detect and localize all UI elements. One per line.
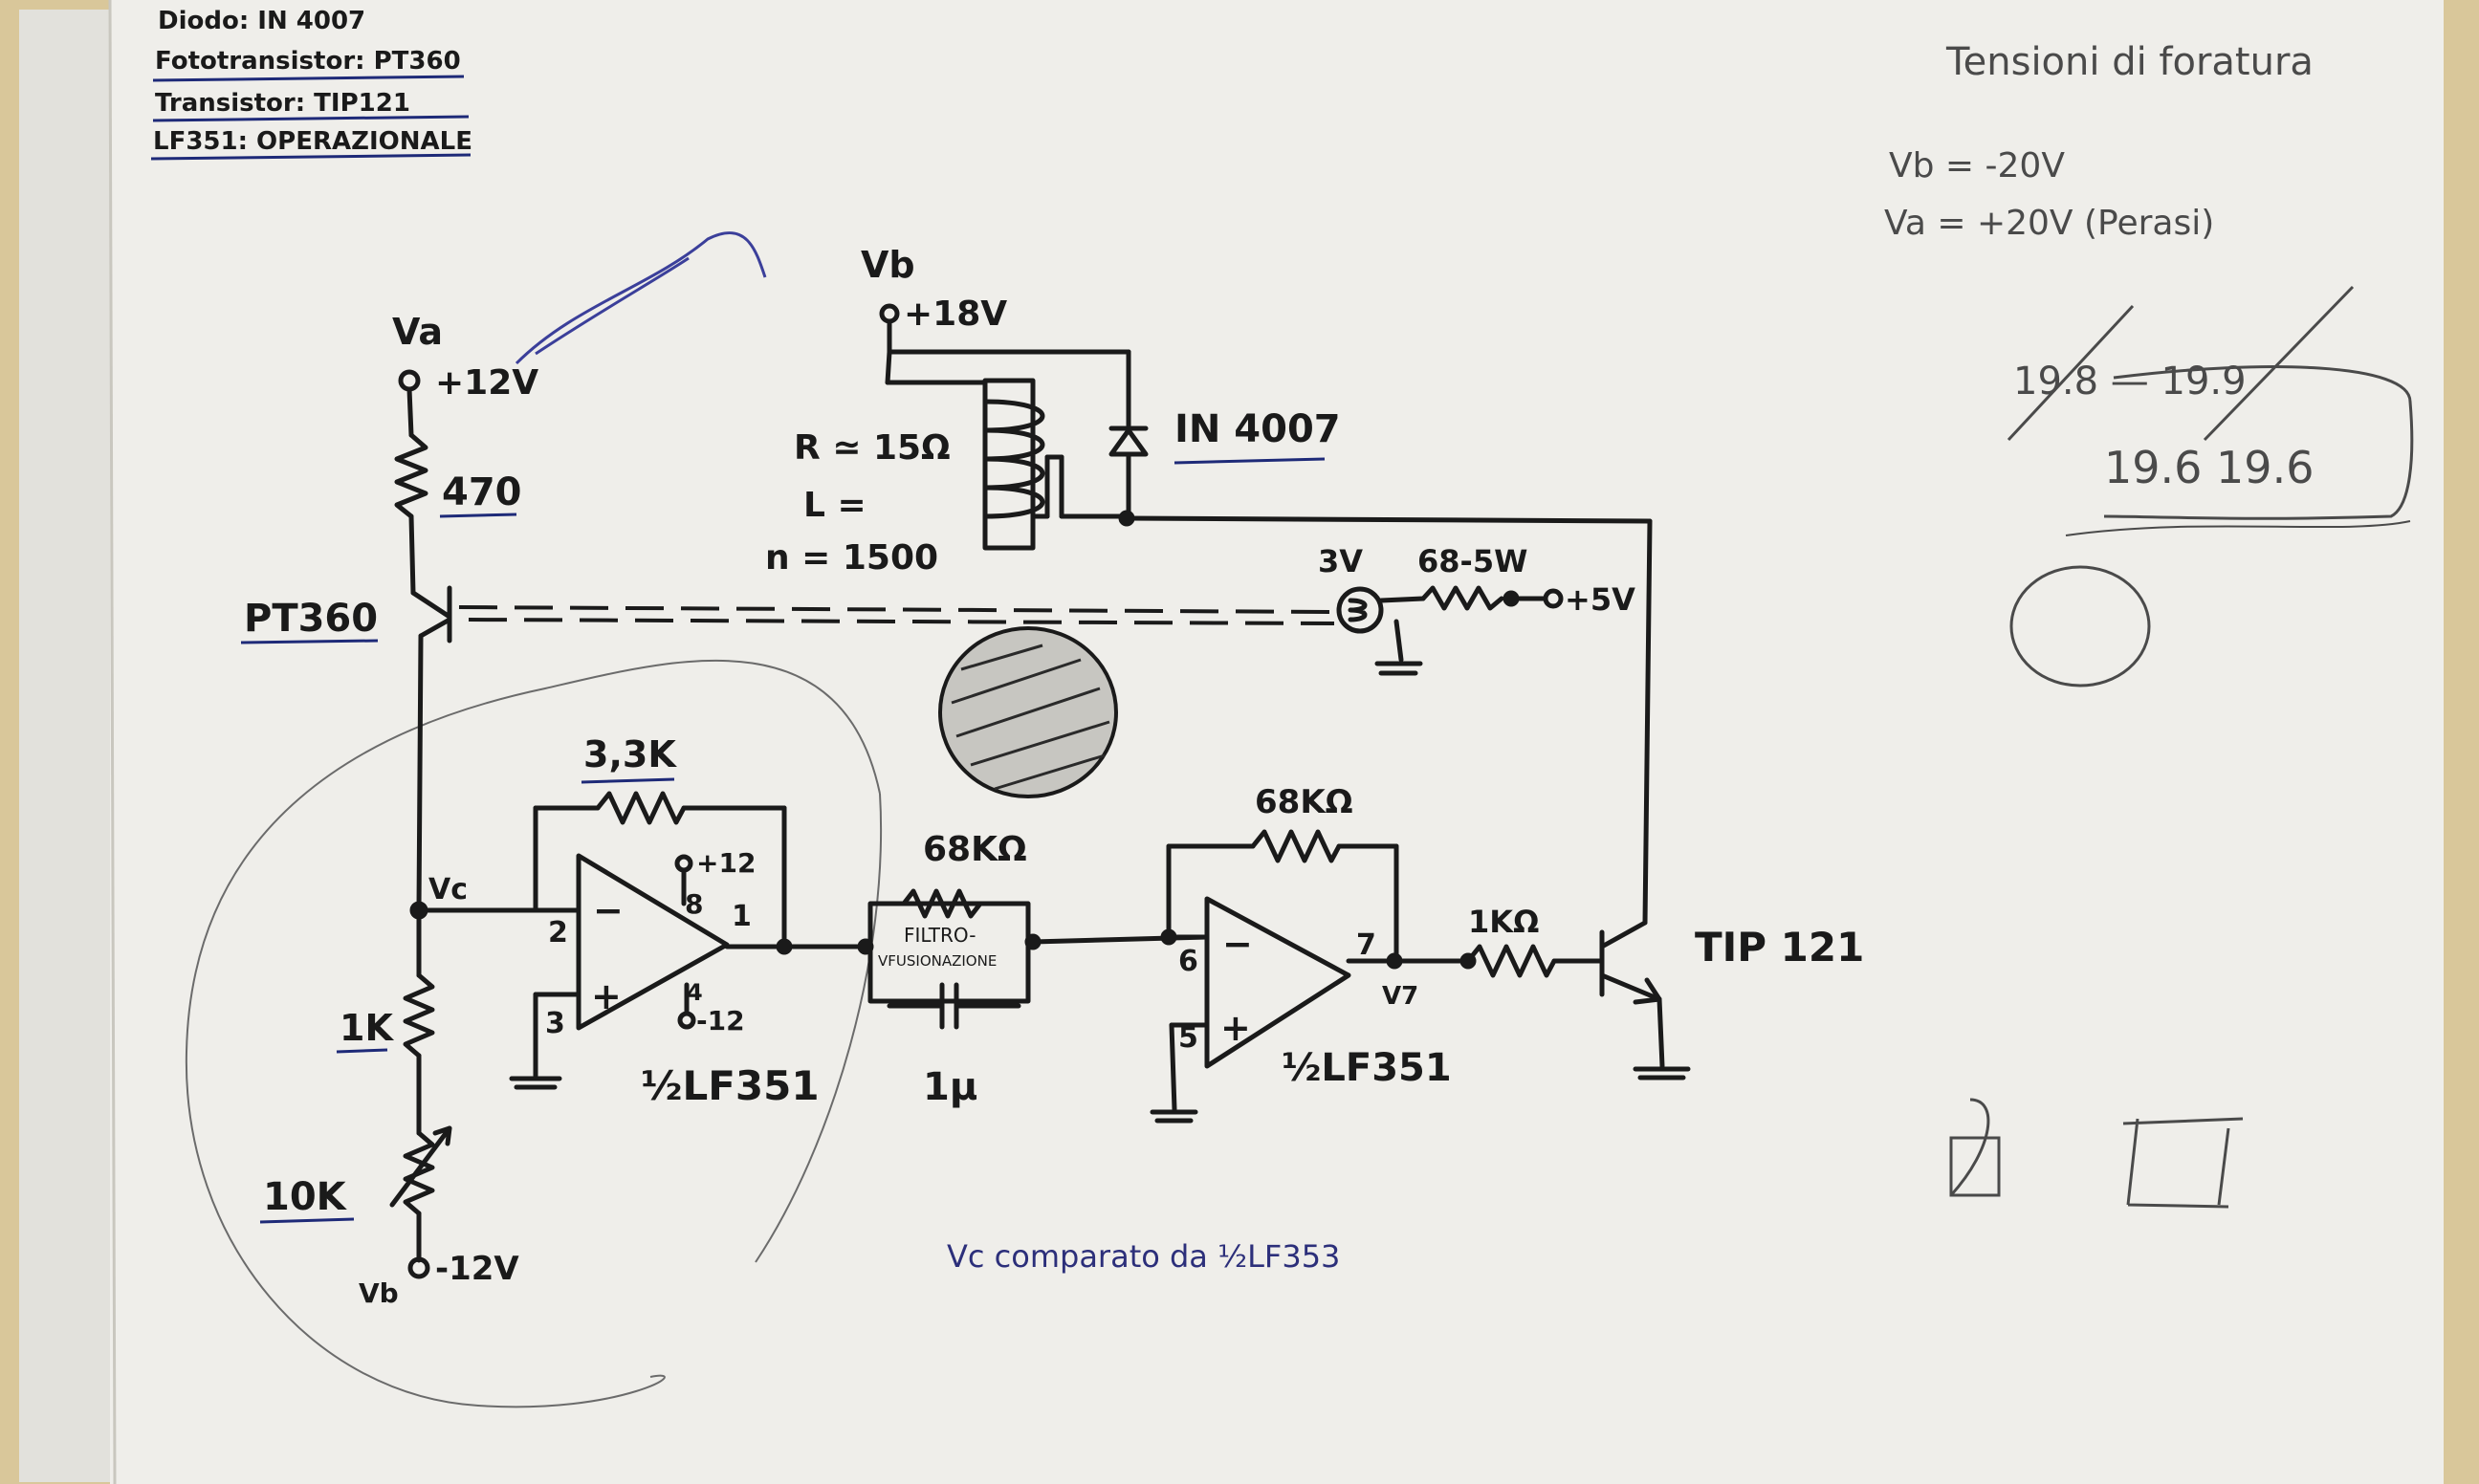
paper-sheet xyxy=(110,0,2444,1484)
opamp2-pin-6: 6 xyxy=(1178,945,1198,978)
blue-scribble xyxy=(515,231,767,365)
circuit-wires xyxy=(389,303,1691,1279)
v7-label: V7 xyxy=(1382,982,1418,1011)
opamp-2 xyxy=(1204,896,1351,1069)
pencil-title: Tensioni di foratura xyxy=(1945,40,2314,84)
resistor-68k-feedback xyxy=(1250,829,1342,863)
potentiometer-10k xyxy=(403,1130,435,1216)
blue-note: Vc comparato da ½LF353 xyxy=(947,1238,1340,1275)
vb-supply-value: +18V xyxy=(904,295,1007,334)
lamp-resistor: 68-5W xyxy=(1417,543,1527,579)
va-label: Va xyxy=(392,311,443,353)
filter-box-line2: VFUSIONAZIONE xyxy=(878,952,997,970)
resistor-1k xyxy=(403,972,435,1058)
va-value: +12V xyxy=(435,363,538,403)
pt360-label: PT360 xyxy=(244,597,378,641)
resistor-68-5w xyxy=(1420,585,1504,611)
vneg-label: Vb xyxy=(359,1277,399,1309)
opamp2-pin-7: 7 xyxy=(1356,928,1376,962)
opamp1-pin-8: 8 xyxy=(685,888,703,920)
opamp1-pin-4: 4 xyxy=(687,979,703,1006)
lamp-supply: +5V xyxy=(1565,581,1635,618)
legend-line-1: Diodo: IN 4007 xyxy=(158,7,365,35)
legend-line-4: LF351: OPERAZIONALE xyxy=(153,127,472,156)
resistor-3k3 xyxy=(595,791,687,825)
r1k-label: 1K xyxy=(340,1007,394,1049)
vneg-value: -12V xyxy=(435,1250,519,1288)
opamp2-pin-5: 5 xyxy=(1178,1021,1198,1055)
pencil-line-1: Vb = -20V xyxy=(1889,146,2065,186)
resistor-68k-filter xyxy=(901,888,983,919)
cap-label: 1μ xyxy=(923,1065,977,1109)
r-feedback2-label: 68KΩ xyxy=(1255,783,1353,821)
opamp1-label: ½LF351 xyxy=(641,1062,820,1109)
relay-turns: n = 1500 xyxy=(765,538,938,578)
pencil-circle-annotation xyxy=(185,659,883,1408)
opamp2-plus-sign: + xyxy=(1220,1007,1251,1049)
vc-label: Vc xyxy=(428,873,468,906)
opamp2-label: ½LF351 xyxy=(1282,1046,1452,1090)
r-filter-label: 68KΩ xyxy=(923,830,1027,869)
tip121-label: TIP 121 xyxy=(1695,924,1864,971)
vb-supply-label: Vb xyxy=(861,244,915,286)
lamp-voltage: 3V xyxy=(1318,543,1363,579)
opamp1-vminus: -12 xyxy=(696,1005,745,1037)
opamp1-pin-1: 1 xyxy=(732,900,752,933)
lamp xyxy=(1336,586,1384,634)
legend: Diodo: IN 4007 Fototransistor: PT360 Tra… xyxy=(150,7,472,161)
r470-label: 470 xyxy=(442,470,522,514)
relay-resistance: R ≃ 15Ω xyxy=(794,428,951,468)
legend-line-2: Fototransistor: PT360 xyxy=(155,47,461,76)
relay-inductance: L = xyxy=(803,486,867,525)
legend-line-3: Transistor: TIP121 xyxy=(155,89,410,118)
pencil-box: 19.6 19.6 xyxy=(2104,442,2314,493)
resistor-1k-out xyxy=(1465,944,1557,978)
opamp1-vplus: +12 xyxy=(696,847,756,879)
shaded-blob xyxy=(938,626,1118,798)
resistor-470 xyxy=(394,432,428,519)
opamp1-minus-sign: − xyxy=(593,889,624,931)
opamp-1 xyxy=(576,853,730,1031)
opamp2-minus-sign: − xyxy=(1222,923,1253,965)
pencil-notes: Tensioni di foratura Vb = -20V Va = +20V… xyxy=(1884,40,2414,1209)
light-path xyxy=(458,605,1335,625)
r1k-out-label: 1KΩ xyxy=(1468,904,1539,940)
r10k-label: 10K xyxy=(263,1175,348,1219)
opamp1-pin-3: 3 xyxy=(545,1007,565,1040)
opamp1-plus-sign: + xyxy=(591,975,622,1017)
pencil-struck: 19.8 — 19.9 xyxy=(2013,360,2247,404)
r-feedback1-label: 3,3K xyxy=(583,733,677,775)
pencil-line-2: Va = +20V (Perasi) xyxy=(1884,204,2214,243)
opamp1-pin-2: 2 xyxy=(548,916,568,949)
diode-label: IN 4007 xyxy=(1174,407,1341,451)
filter-box-line1: FILTRO- xyxy=(904,924,976,947)
